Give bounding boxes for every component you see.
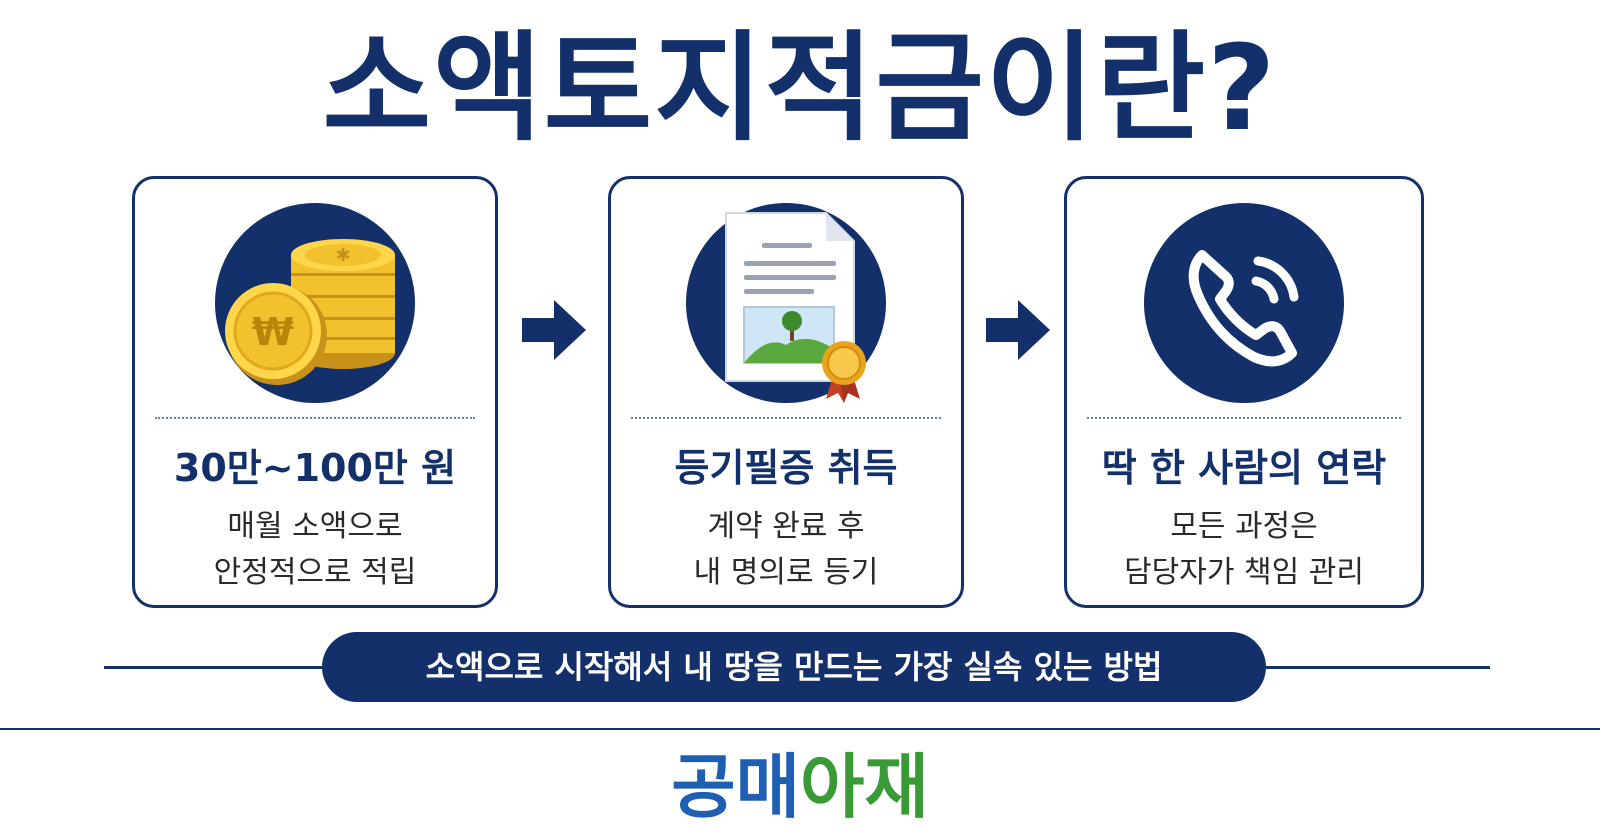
card-text-line: 모든 과정은 (1170, 509, 1318, 544)
arrow-right-icon (522, 300, 586, 360)
card-registration-certificate: 등기필증 취득 계약 완료 후 내 명의로 등기 (608, 176, 964, 608)
card-divider (631, 417, 941, 419)
card-single-contact: 딱 한 사람의 연락 모든 과정은 담당자가 책임 관리 (1064, 176, 1424, 608)
tagline-banner: 소액으로 시작해서 내 땅을 만드는 가장 실속 있는 방법 (322, 632, 1266, 702)
certificate-icon-circle (686, 203, 886, 403)
card-text-line: 계약 완료 후 (707, 509, 865, 544)
card-heading: 등기필증 취득 (674, 446, 898, 490)
card-divider (155, 417, 475, 419)
card-divider (1087, 417, 1401, 419)
card-text-line: 내 명의로 등기 (693, 555, 879, 590)
brand-logo-part2: 아재 (800, 746, 929, 828)
card-heading: 30만~100만 원 (173, 446, 457, 490)
arrow-right-icon (986, 300, 1050, 360)
phone-icon-circle (1144, 203, 1344, 403)
footer-divider (0, 728, 1600, 730)
svg-text:₩: ₩ (252, 310, 294, 354)
coins-icon-circle: ✱ ₩ (215, 203, 415, 403)
page-title: 소액토지적금이란? (322, 19, 1278, 157)
card-text-line: 안정적으로 적립 (213, 555, 417, 590)
coins-won-icon: ✱ ₩ (225, 239, 395, 385)
certificate-document-icon (725, 212, 866, 403)
brand-logo-part1: 공매 (671, 746, 800, 828)
card-heading: 딱 한 사람의 연락 (1101, 446, 1387, 490)
card-text-line: 매월 소액으로 (227, 509, 403, 544)
card-text-line: 담당자가 책임 관리 (1124, 555, 1364, 590)
card-monthly-amount: ✱ ₩ 30만~100만 원 매월 소액으로 안정적으로 적립 (132, 176, 498, 608)
phone-call-icon (1188, 250, 1299, 367)
brand-logo: 공매아재 (0, 742, 1600, 832)
svg-text:✱: ✱ (335, 245, 350, 266)
